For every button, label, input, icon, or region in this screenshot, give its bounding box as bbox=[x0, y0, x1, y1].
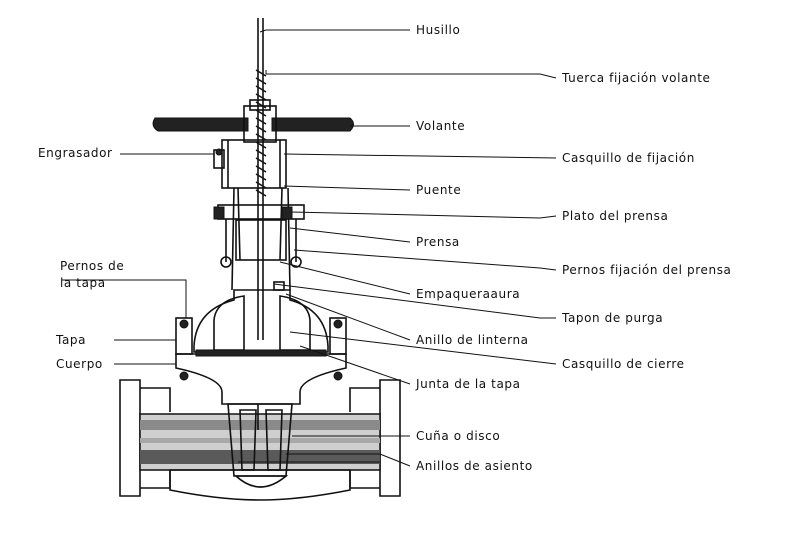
bonnet bbox=[175, 281, 347, 355]
label-engrasador: Engrasador bbox=[38, 146, 113, 160]
leader-lines bbox=[62, 29, 557, 467]
label-anillos-asiento: Anillos de asiento bbox=[416, 459, 533, 473]
valve-illustration bbox=[119, 18, 401, 501]
handwheel bbox=[152, 99, 354, 143]
label-plato-prensa: Plato del prensa bbox=[562, 209, 668, 223]
valve-body bbox=[175, 349, 347, 405]
label-pernos-fijacion-prensa: Pernos fijación del prensa bbox=[562, 263, 732, 277]
labels: Husillo Tuerca fijación volante Volante … bbox=[38, 23, 732, 473]
label-tuerca-fijacion-volante: Tuerca fijación volante bbox=[561, 71, 711, 85]
label-pernos-tapa-line1: Pernos de bbox=[60, 259, 124, 273]
label-casquillo-cierre: Casquillo de cierre bbox=[562, 357, 685, 371]
label-tapon-purga: Tapon de purga bbox=[561, 311, 663, 325]
label-tapa: Tapa bbox=[55, 333, 86, 347]
label-cuerpo: Cuerpo bbox=[56, 357, 103, 371]
label-cuna-disco: Cuña o disco bbox=[416, 429, 500, 443]
label-prensa: Prensa bbox=[416, 235, 460, 249]
label-volante: Volante bbox=[416, 119, 465, 133]
label-husillo: Husillo bbox=[416, 23, 460, 37]
label-empaquetadura: Empaqueraaura bbox=[416, 287, 520, 301]
label-pernos-tapa-line2: la tapa bbox=[60, 276, 106, 290]
stem bbox=[255, 18, 267, 340]
label-puente: Puente bbox=[416, 183, 461, 197]
gland bbox=[213, 204, 305, 268]
label-junta-tapa: Junta de la tapa bbox=[415, 377, 521, 391]
body-bottom bbox=[169, 469, 351, 501]
label-anillo-linterna: Anillo de linterna bbox=[416, 333, 529, 347]
label-casquillo-fijacion: Casquillo de fijación bbox=[562, 151, 695, 165]
